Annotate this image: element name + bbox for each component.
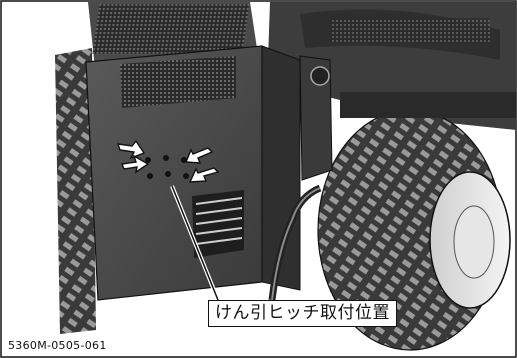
upper-grille	[92, 4, 250, 54]
seat-pattern	[330, 18, 490, 42]
figure-code: 5360M-0505-061	[8, 339, 107, 352]
lower-louver	[192, 190, 244, 258]
indicator-arrows	[116, 139, 220, 183]
left-rear-tire	[55, 48, 96, 334]
panel-vent	[120, 56, 236, 108]
rear-light	[310, 66, 330, 86]
louver-slats	[195, 197, 243, 245]
frame-bracket	[299, 55, 333, 181]
tow-hitch-callout-label: けん引ヒッチ取付位置	[208, 300, 397, 327]
